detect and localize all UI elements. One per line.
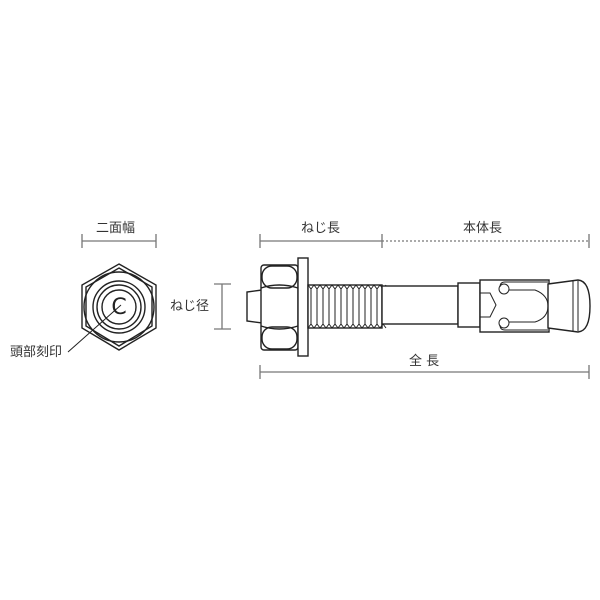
dimension-body-length	[382, 234, 590, 248]
dimension-overall-length	[259, 365, 590, 379]
anchor-bolt-side-view	[246, 257, 591, 357]
label-overall-length: 全 長	[409, 354, 440, 369]
label-thread-length: ねじ長	[301, 221, 341, 236]
dimension-width-across-flats	[81, 234, 157, 248]
label-thread-diameter: ねじ径	[170, 299, 210, 314]
head-marking-letter: C	[111, 295, 126, 320]
dimension-thread-length	[259, 234, 383, 248]
dimension-thread-diameter	[214, 283, 231, 330]
hex-head-end-view	[67, 263, 157, 353]
label-head-marking: 頭部刻印	[10, 345, 63, 360]
label-width-across-flats: 二面幅	[96, 221, 136, 236]
label-body-length: 本体長	[463, 221, 503, 236]
